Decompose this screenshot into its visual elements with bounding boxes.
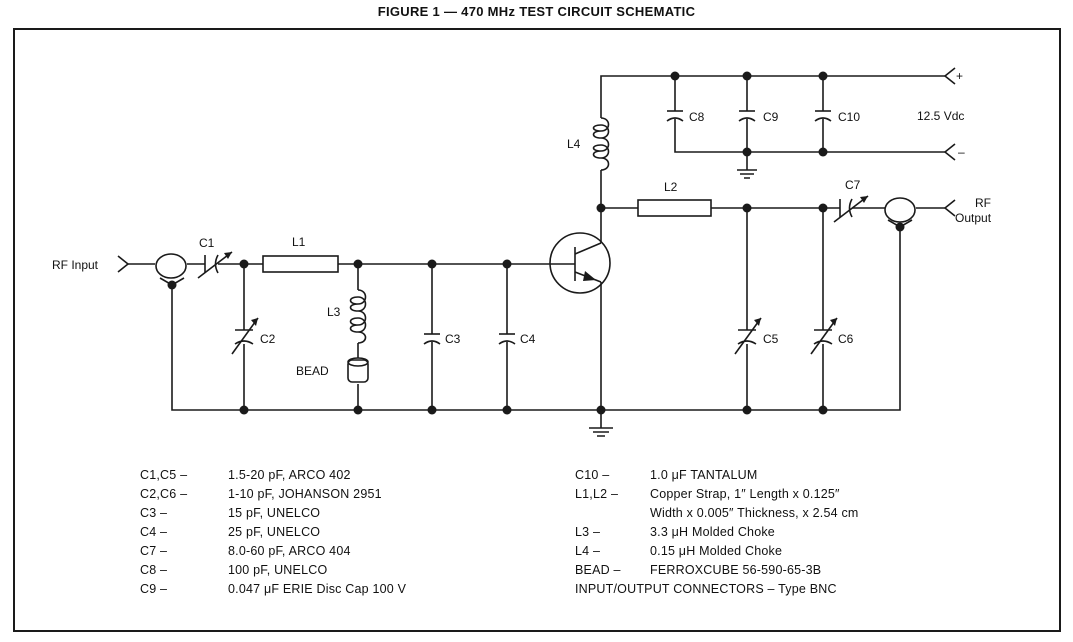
figure-title: FIGURE 1 — 470 MHz TEST CIRCUIT SCHEMATI… (377, 4, 696, 19)
parts-row: L3 – 3.3 μH Molded Choke (575, 523, 859, 542)
parts-row: C9 – 0.047 μF ERIE Disc Cap 100 V (140, 580, 406, 599)
strip-line-l2 (637, 199, 712, 217)
part-desc: 15 pF, UNELCO (228, 506, 321, 520)
supply-terminals (943, 67, 956, 161)
part-ref: L3 – (575, 525, 601, 539)
c1-label: C1 (199, 236, 215, 250)
c10-label: C10 (838, 110, 860, 124)
part-desc: Width x 0.005″ Thickness, x 2.54 cm (650, 506, 859, 520)
part-desc: 3.3 μH Molded Choke (650, 525, 775, 539)
c2-label: C2 (260, 332, 276, 346)
part-ref: L4 – (575, 544, 601, 558)
part-desc: 8.0-60 pF, ARCO 404 (228, 544, 351, 558)
parts-row: Width x 0.005″ Thickness, x 2.54 cm (575, 504, 859, 523)
inductor-l4 (592, 117, 610, 171)
part-desc: Copper Strap, 1″ Length x 0.125″ (650, 487, 840, 501)
parts-row: C4 – 25 pF, UNELCO (140, 523, 406, 542)
parts-row: INPUT/OUTPUT CONNECTORS – Type BNC (575, 580, 859, 599)
part-desc: 1.0 μF TANTALUM (650, 468, 758, 482)
inductor-l3 (349, 289, 367, 344)
wires (128, 75, 945, 428)
part-desc: 25 pF, UNELCO (228, 525, 321, 539)
l4-label: L4 (567, 137, 581, 151)
ground-symbol (737, 169, 757, 179)
l2-label: L2 (664, 180, 678, 194)
parts-row: C3 – 15 pF, UNELCO (140, 504, 406, 523)
part-ref: C8 – (140, 563, 168, 577)
part-ref: C3 – (140, 506, 168, 520)
ground-symbol (589, 427, 613, 437)
part-desc: FERROXCUBE 56-590-65-3B (650, 563, 822, 577)
part-ref: C9 – (140, 582, 168, 596)
c3-label: C3 (445, 332, 461, 346)
part-ref: BEAD – (575, 563, 621, 577)
parts-row: L4 – 0.15 μH Molded Choke (575, 542, 859, 561)
rf-output-connector (884, 197, 956, 228)
rf-output-label-line1: RF (975, 196, 991, 210)
part-desc: 0.047 μF ERIE Disc Cap 100 V (228, 582, 407, 596)
part-ref: C7 – (140, 544, 168, 558)
part-ref: C2,C6 – (140, 487, 188, 501)
capacitor-c6 (810, 317, 838, 355)
capacitor-c4 (498, 333, 516, 345)
parts-row: C8 – 100 pF, UNELCO (140, 561, 406, 580)
rf-input-label: RF Input (52, 258, 99, 272)
part-ref: C4 – (140, 525, 168, 539)
part-ref (575, 504, 650, 523)
supply-plus-label: + (956, 69, 963, 83)
part-desc: 0.15 μH Molded Choke (650, 544, 783, 558)
capacitor-c2 (231, 317, 259, 355)
part-ref: C1,C5 – (140, 468, 188, 482)
parts-row: C7 – 8.0-60 pF, ARCO 404 (140, 542, 406, 561)
capacitor-c10 (814, 110, 832, 122)
l3-label: L3 (327, 305, 341, 319)
part-ref: INPUT/OUTPUT CONNECTORS – Type BNC (575, 582, 837, 596)
c6-label: C6 (838, 332, 854, 346)
junction-dots (167, 71, 905, 415)
capacitor-c8 (666, 110, 684, 122)
transistor-q1 (549, 232, 611, 294)
parts-row: L1,L2 – Copper Strap, 1″ Length x 0.125″ (575, 485, 859, 504)
bead-label: BEAD (296, 364, 329, 378)
parts-row: C10 – 1.0 μF TANTALUM (575, 466, 859, 485)
supply-voltage-label: 12.5 Vdc (917, 109, 964, 123)
part-ref: L1,L2 – (575, 487, 619, 501)
parts-row: C1,C5 – 1.5-20 pF, ARCO 402 (140, 466, 406, 485)
ferrite-bead (347, 357, 369, 383)
capacitor-c1 (197, 251, 233, 279)
rf-input-connector (117, 253, 187, 286)
c5-label: C5 (763, 332, 779, 346)
c8-label: C8 (689, 110, 705, 124)
capacitor-c3 (423, 333, 441, 345)
supply-minus-label: – (958, 145, 965, 159)
part-desc: 100 pF, UNELCO (228, 563, 328, 577)
capacitor-c5 (734, 317, 762, 355)
parts-row: C2,C6 – 1-10 pF, JOHANSON 2951 (140, 485, 406, 504)
strip-line-l1 (262, 255, 339, 273)
capacitor-c7 (833, 195, 869, 223)
part-desc: 1-10 pF, JOHANSON 2951 (228, 487, 382, 501)
c7-label: C7 (845, 178, 861, 192)
part-desc: 1.5-20 pF, ARCO 402 (228, 468, 351, 482)
capacitor-c9 (738, 110, 756, 122)
c9-label: C9 (763, 110, 779, 124)
parts-list-left: C1,C5 – 1.5-20 pF, ARCO 402 C2,C6 – 1-10 p… (140, 466, 406, 599)
parts-list-right: C10 – 1.0 μF TANTALUM L1,L2 – Copper Strap… (575, 466, 859, 599)
l1-label: L1 (292, 235, 306, 249)
figure-frame (13, 28, 1061, 632)
rf-output-label-line2: Output (955, 211, 992, 225)
part-ref: C10 – (575, 468, 610, 482)
parts-row: BEAD – FERROXCUBE 56-590-65-3B (575, 561, 859, 580)
c4-label: C4 (520, 332, 536, 346)
